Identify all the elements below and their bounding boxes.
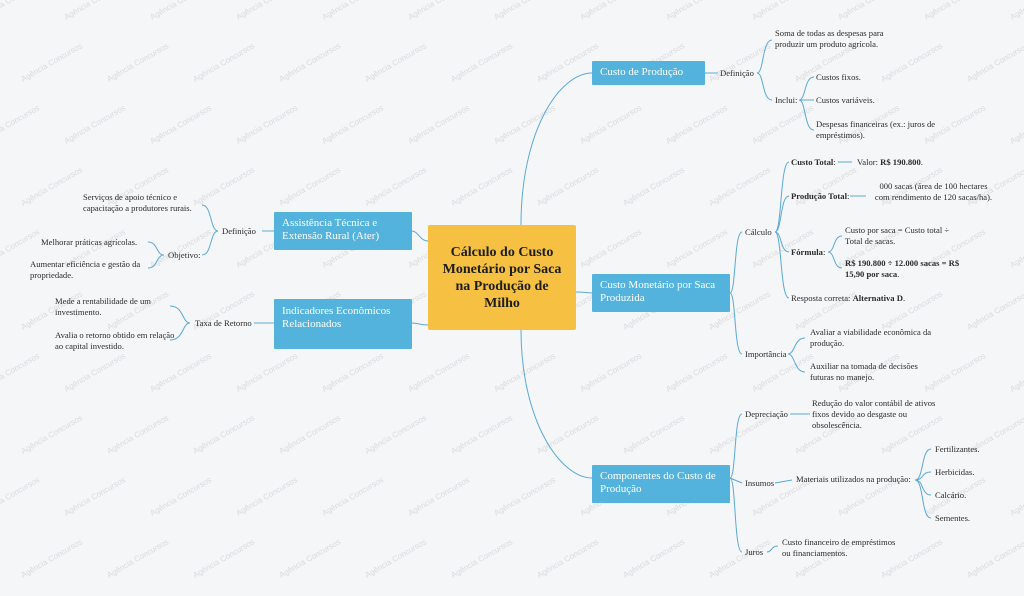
producao-total-text: 000 sacas (área de 100 hectares com rend… — [874, 181, 993, 202]
insumos-text: Materiais utilizados na produção: — [796, 474, 911, 484]
insumo-fertilizantes: Fertilizantes. — [935, 444, 980, 454]
taxa-de-retorno-label: Taxa de Retorno — [195, 318, 252, 328]
topic-componentes-do-custo[interactable]: Componentes do Custo de Produção — [592, 465, 730, 503]
resposta-correta: Resposta correta: Alternativa D. — [791, 293, 906, 303]
ater-definicao-text: Serviços de apoio técnico e capacitação … — [83, 192, 192, 213]
custo-producao-definicao-label: Definição — [720, 68, 754, 78]
topic-assistencia-tecnica[interactable]: Assistência Técnica e Extensão Rural (At… — [274, 212, 412, 250]
topic-custo-monetario-por-saca[interactable]: Custo Monetário por Saca Produzida — [592, 274, 730, 312]
importancia-item-auxiliar: Auxiliar na tomada de decisões futuras n… — [810, 361, 918, 382]
custo-total-label: Custo Total: — [791, 157, 836, 167]
topic-custo-de-producao[interactable]: Custo de Produção — [592, 61, 705, 85]
custo-total-valor: Valor: R$ 190.800. — [857, 157, 923, 167]
formula-calc: R$ 190.800 ÷ 12.000 sacas = R$ 15,90 por… — [845, 258, 960, 279]
inclui-item-despesas-financeiras: Despesas financeiras (ex.: juros de empr… — [816, 119, 936, 140]
calculo-label: Cálculo — [745, 227, 772, 237]
insumos-label: Insumos — [745, 478, 775, 488]
insumo-herbicidas: Herbicidas. — [935, 467, 975, 477]
central-topic[interactable]: Cálculo do Custo Monetário por Saca na P… — [428, 225, 576, 330]
formula-label: Fórmula: — [791, 247, 826, 257]
objetivo-item-aumentar: Aumentar eficiência e gestão da propried… — [30, 259, 141, 280]
custo-producao-inclui-label: Inclui: — [775, 95, 798, 105]
ater-definicao-label: Definição — [222, 226, 256, 236]
importancia-label: Importância — [745, 349, 787, 359]
insumo-calcario: Calcário. — [935, 490, 967, 500]
inclui-item-custos-variaveis: Custos variáveis. — [816, 95, 875, 105]
formula-text: Custo por saca = Custo total ÷ Total de … — [845, 225, 950, 246]
inclui-item-custos-fixos: Custos fixos. — [816, 72, 861, 82]
juros-text: Custo financeiro de empréstimos ou finan… — [782, 537, 896, 558]
ater-objetivo-label: Objetivo: — [168, 250, 201, 260]
topic-indicadores-economicos[interactable]: Indicadores Econômicos Relacionados — [274, 299, 412, 349]
importancia-item-avaliar: Avaliar a viabilidade econômica da produ… — [810, 327, 932, 348]
insumo-sementes: Sementes. — [935, 513, 971, 523]
juros-label: Juros — [745, 547, 764, 557]
taxa-item-avalia: Avalia o retorno obtido em relação ao ca… — [55, 330, 175, 351]
custo-producao-definicao-text: Soma de todas as despesas para produzir … — [775, 28, 884, 49]
depreciacao-text: Redução do valor contábil de ativos fixo… — [812, 398, 936, 430]
objetivo-item-melhorar: Melhorar práticas agrícolas. — [41, 237, 138, 247]
producao-total-label: Produção Total: — [791, 191, 850, 201]
depreciacao-label: Depreciação — [745, 409, 788, 419]
taxa-item-mede: Mede a rentabilidade de um investimento. — [55, 296, 151, 317]
